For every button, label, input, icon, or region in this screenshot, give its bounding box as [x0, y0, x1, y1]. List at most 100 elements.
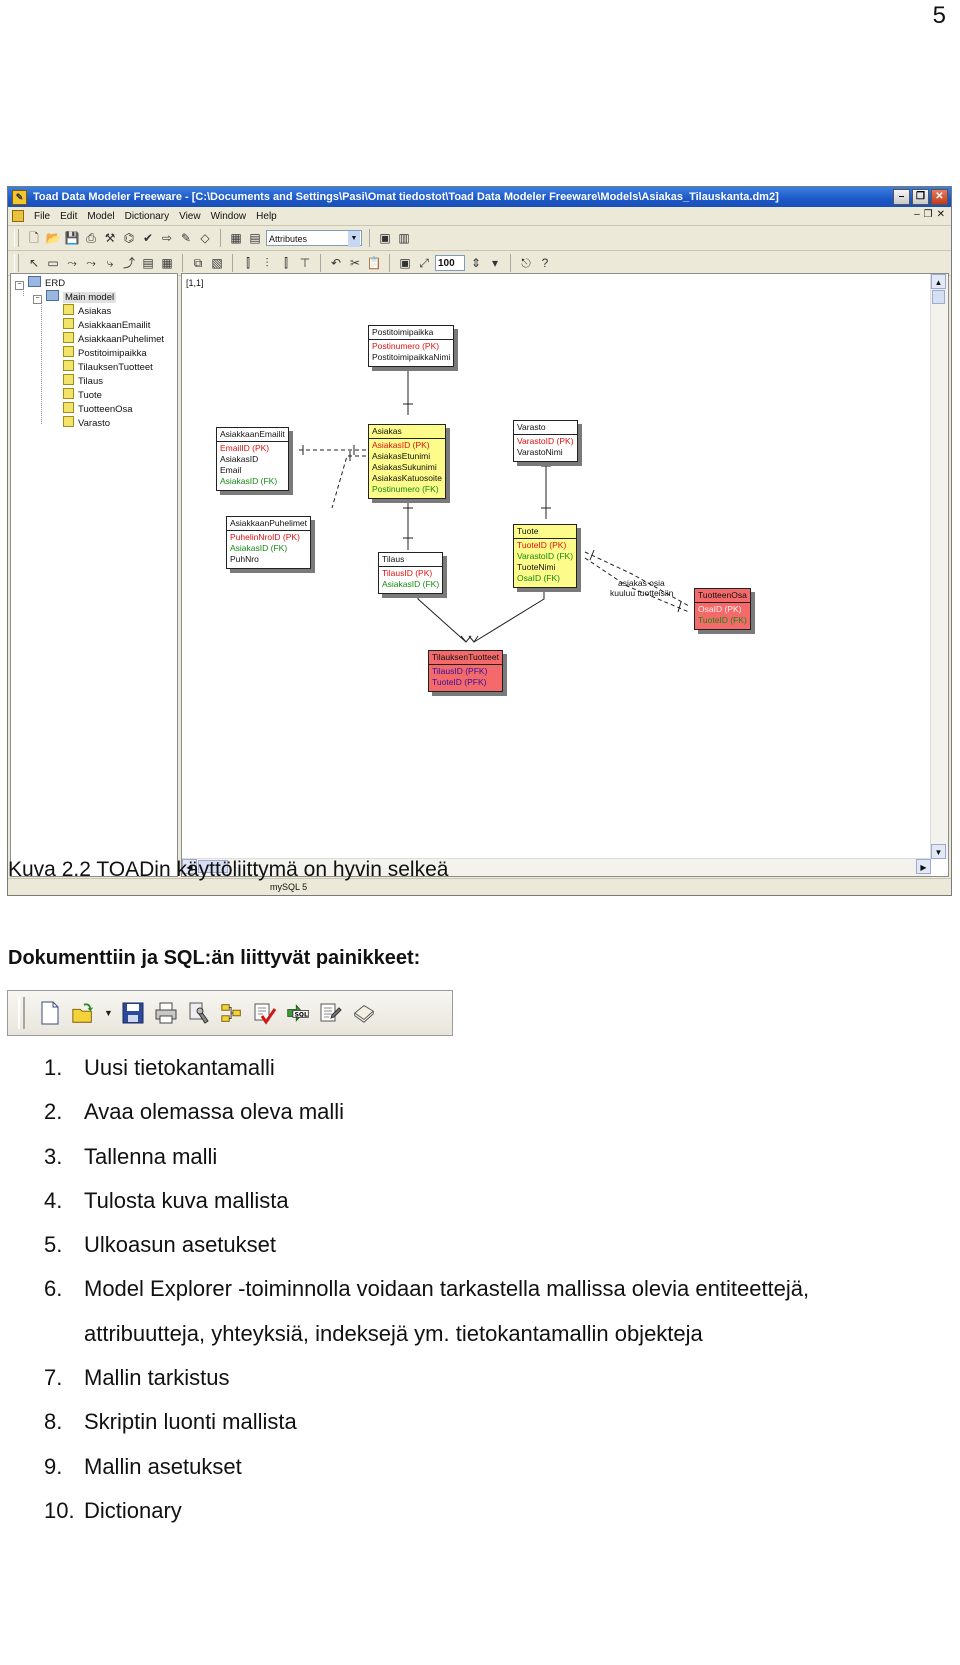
- report-icon[interactable]: ▧: [211, 256, 223, 270]
- export-image-icon[interactable]: ⧉: [193, 256, 203, 270]
- appearance-settings-icon[interactable]: ⚒: [104, 231, 116, 245]
- menu-view[interactable]: View: [179, 210, 201, 222]
- snap-icon[interactable]: ▣: [379, 231, 391, 245]
- tree-item-tilauksentuotteet[interactable]: TilauksenTuotteet: [63, 360, 153, 374]
- paste-icon[interactable]: 📋: [366, 256, 382, 270]
- horizontal-scroll-thumb[interactable]: [198, 860, 228, 873]
- tree-item-tuote[interactable]: Tuote: [63, 388, 102, 402]
- rel-asiakas-puhelimet[interactable]: [331, 455, 366, 509]
- horizontal-scrollbar[interactable]: ◀ ▶: [182, 858, 931, 876]
- entity-postitoimipaikka[interactable]: Postitoimipaikka Postinumero (PK)Postito…: [368, 325, 455, 367]
- title-bar[interactable]: ✎ Toad Data Modeler Freeware - [C:\Docum…: [8, 187, 951, 207]
- collapse-icon[interactable]: −: [15, 281, 24, 290]
- menu-dictionary[interactable]: Dictionary: [124, 210, 170, 222]
- entity-attribute: AsiakasID (FK): [230, 543, 288, 553]
- minimize-button[interactable]: –: [893, 189, 910, 205]
- tree-item-varasto[interactable]: Varasto: [63, 416, 110, 430]
- open-folder-icon[interactable]: 📂: [45, 231, 61, 245]
- scroll-left-icon[interactable]: ◀: [182, 859, 197, 874]
- rel-tuote-tilauksentuotteet[interactable]: [473, 581, 545, 643]
- model-settings-icon[interactable]: ✎: [180, 231, 192, 245]
- relation-tool-icon-2[interactable]: ⤴: [122, 256, 135, 270]
- maximize-button[interactable]: ❐: [912, 189, 929, 205]
- generate-sql-icon[interactable]: ⇨: [161, 231, 173, 245]
- chevron-down-icon[interactable]: ▾: [491, 256, 499, 270]
- menu-help[interactable]: Help: [256, 210, 277, 222]
- align-right-icon[interactable]: ⫿: [284, 256, 288, 270]
- display-mode-select[interactable]: Attributes: [266, 230, 362, 247]
- grid-icon[interactable]: ▥: [398, 231, 410, 245]
- check-model-icon[interactable]: ✔: [142, 231, 154, 245]
- self-relation-icon[interactable]: ⤷: [106, 256, 114, 270]
- relation-tool-icon[interactable]: ⤳: [67, 256, 77, 270]
- zoom-spinner-icon[interactable]: ⇕: [470, 256, 482, 270]
- list-item-number: 3.: [44, 1143, 63, 1169]
- menu-edit[interactable]: Edit: [60, 210, 78, 222]
- entity-asiakkaanpuhelimet[interactable]: AsiakkaanPuhelimet PuhelinNroID (PK)Asia…: [226, 516, 312, 569]
- tree-node-erd[interactable]: −ERD: [15, 276, 65, 290]
- undo-icon[interactable]: ↶: [330, 256, 342, 270]
- select-pointer-icon[interactable]: ↖: [28, 256, 40, 270]
- mdi-minimize-icon[interactable]: –: [914, 209, 920, 220]
- identifying-relation-icon[interactable]: ⤳: [86, 256, 96, 270]
- toolbar-grip[interactable]: [14, 229, 19, 247]
- toolbar-separator: [369, 229, 370, 247]
- view-tool-icon[interactable]: ▤: [142, 256, 154, 270]
- entity-tuotteenosa[interactable]: TuotteenOsa OsaID (PK)TuoteID (FK): [694, 588, 751, 630]
- toolbar-separator: [510, 254, 511, 272]
- dictionary-icon[interactable]: ◇: [200, 231, 210, 245]
- toolbar-grip[interactable]: [14, 254, 19, 272]
- entity-tuote[interactable]: Tuote TuoteID (PK)VarastoID (FK)TuoteNim…: [513, 524, 578, 588]
- zoom-input[interactable]: 100: [435, 255, 465, 271]
- rel-tuote-tuotteenosa[interactable]: [584, 551, 690, 607]
- close-button[interactable]: ✕: [931, 189, 948, 205]
- entity-tool-icon[interactable]: ▭: [47, 256, 59, 270]
- document-menu-icon[interactable]: [12, 210, 24, 222]
- menu-window[interactable]: Window: [210, 210, 247, 222]
- scroll-right-icon[interactable]: ▶: [916, 859, 931, 874]
- save-icon[interactable]: 💾: [64, 231, 80, 245]
- layout-icon[interactable]: ▦: [230, 231, 242, 245]
- tree-item-tilaus[interactable]: Tilaus: [63, 374, 103, 388]
- model-explorer-icon[interactable]: ⌬: [123, 231, 135, 245]
- collapse-icon[interactable]: −: [33, 295, 42, 304]
- tree-connector: [41, 302, 42, 424]
- note-tool-icon[interactable]: ▦: [161, 256, 173, 270]
- tree-item-asiakkaanemailit[interactable]: AsiakkaanEmailit: [63, 318, 150, 332]
- entity-varasto[interactable]: Varasto VarastoID (PK)VarastoNimi: [513, 420, 578, 462]
- vertical-scroll-thumb[interactable]: [932, 290, 945, 304]
- vertical-scrollbar[interactable]: ▲ ▼: [930, 274, 948, 859]
- display-icon[interactable]: ▤: [249, 231, 261, 245]
- erd-canvas[interactable]: [1,1]: [182, 274, 931, 859]
- new-document-icon[interactable]: 🗋: [29, 231, 39, 245]
- entity-tilaus[interactable]: Tilaus TilausID (PK)AsiakasID (FK): [378, 552, 444, 594]
- print-icon[interactable]: ⎙: [86, 231, 96, 245]
- mdi-restore-icon[interactable]: ❐: [923, 209, 933, 220]
- entity-tilauksentuotteet[interactable]: TilauksenTuotteet TilausID (PFK)TuoteID …: [428, 650, 503, 692]
- zoom-fit-icon[interactable]: ⤢: [419, 256, 429, 270]
- align-left-icon[interactable]: ⫿: [246, 256, 250, 270]
- entity-view-icon[interactable]: ▣: [399, 256, 411, 270]
- menu-file[interactable]: File: [34, 210, 51, 222]
- cut-icon[interactable]: ✂: [349, 256, 361, 270]
- generate-sql-icon: SQL: [286, 1000, 310, 1026]
- list-item-text: Tallenna malli: [84, 1143, 218, 1169]
- attribute-list: TilausID (PFK)TuoteID (PFK): [429, 665, 502, 691]
- help-icon[interactable]: ?: [541, 256, 549, 270]
- tree-node-main-model[interactable]: −Main model: [33, 290, 117, 304]
- mdi-close-icon[interactable]: ✕: [936, 209, 945, 220]
- tree-item-asiakas[interactable]: Asiakas: [63, 304, 111, 318]
- exit-icon[interactable]: ⎋: [521, 256, 531, 270]
- scroll-down-icon[interactable]: ▼: [931, 844, 946, 859]
- scroll-up-icon[interactable]: ▲: [931, 274, 946, 289]
- menu-model[interactable]: Model: [87, 210, 115, 222]
- tree-item-tuotteenosa[interactable]: TuotteenOsa: [63, 402, 133, 416]
- tree-item-asiakkaanpuhelimet[interactable]: AsiakkaanPuhelimet: [63, 332, 164, 346]
- align-top-icon[interactable]: ⊤: [299, 256, 311, 270]
- chevron-down-icon: ▼: [104, 1008, 113, 1018]
- align-center-icon[interactable]: ⫶: [265, 256, 269, 270]
- tree-item-postitoimipaikka[interactable]: Postitoimipaikka: [63, 346, 147, 360]
